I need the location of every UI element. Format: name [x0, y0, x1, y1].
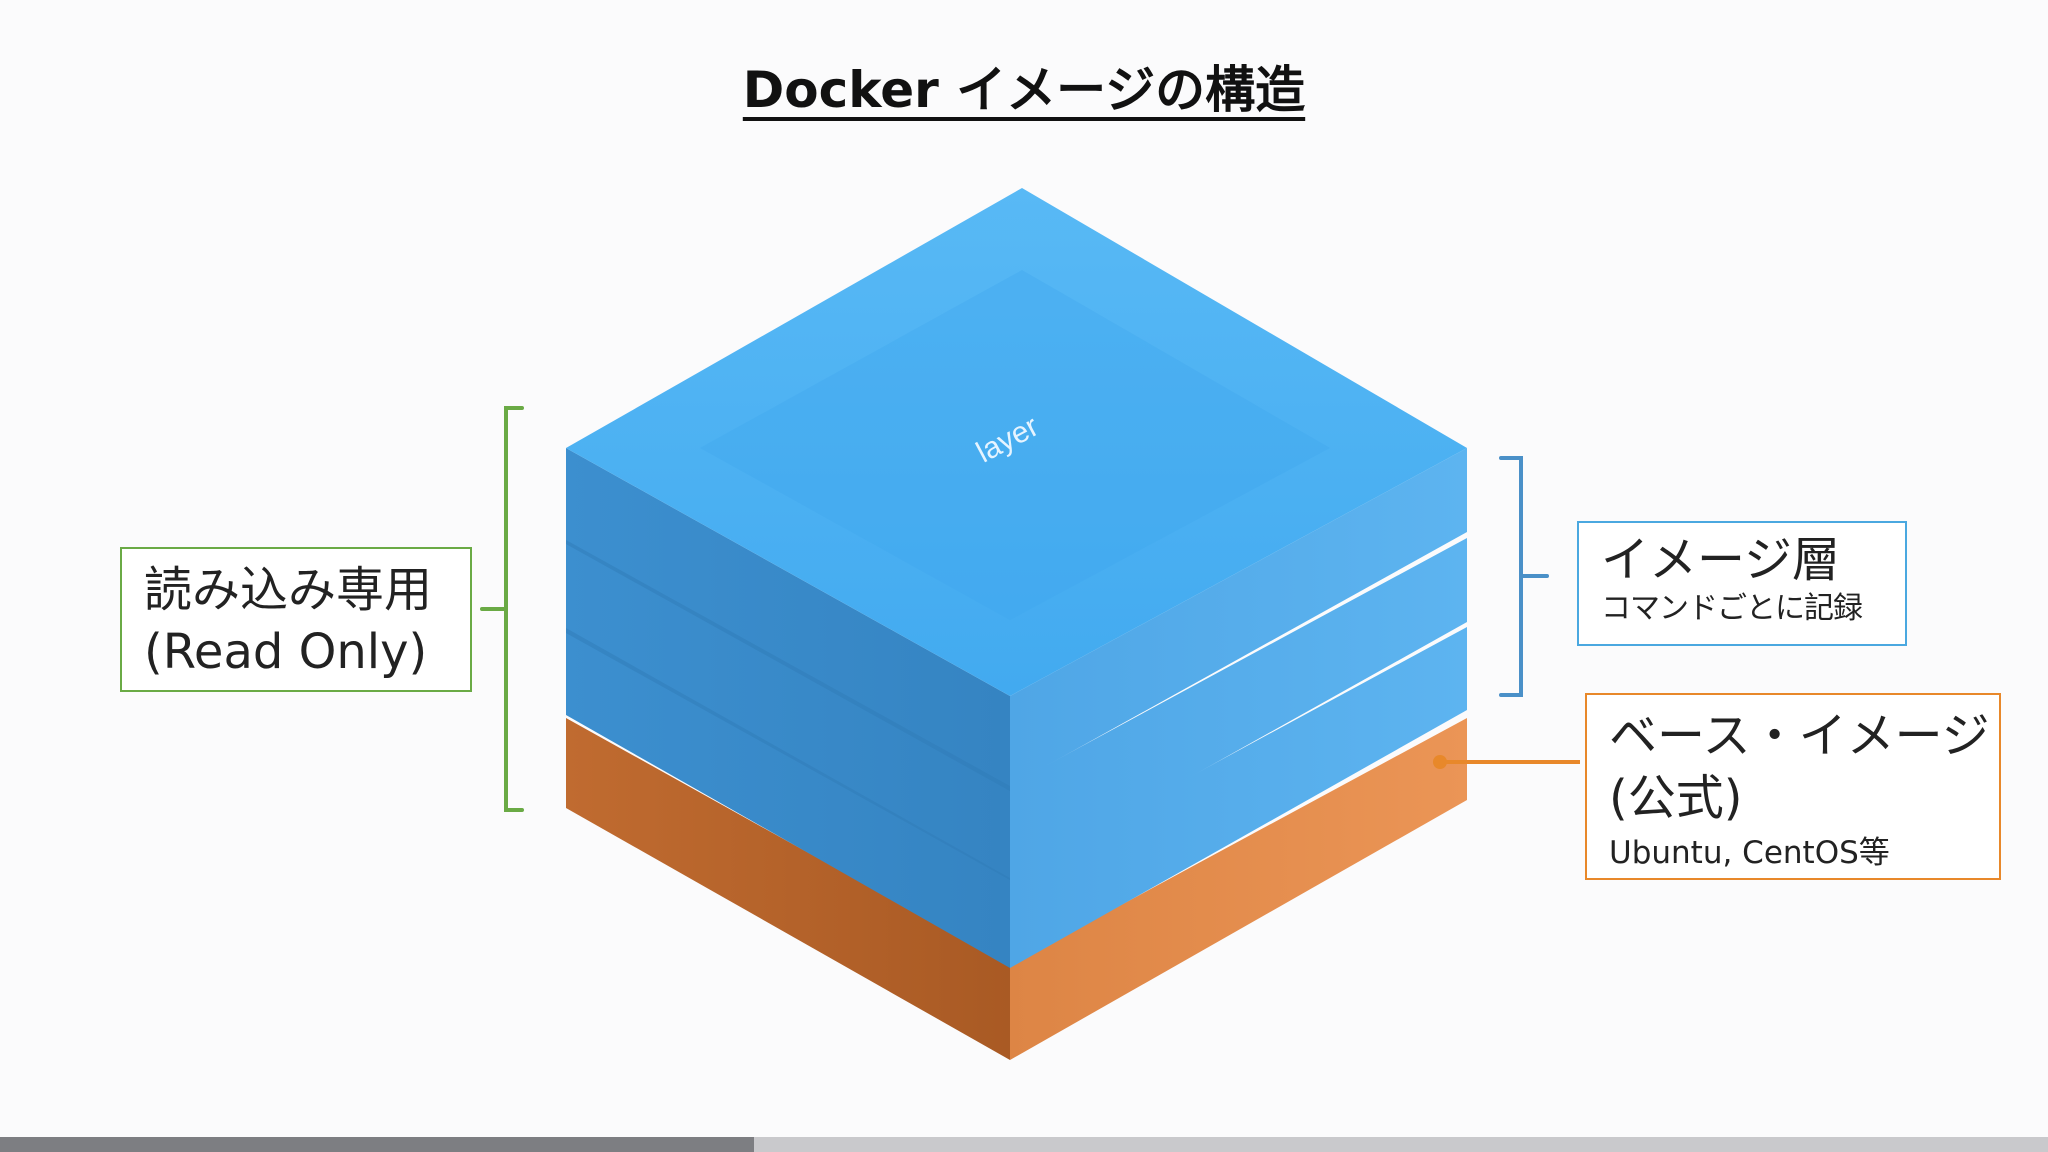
base-image-examples: Ubuntu, CentOS等: [1609, 835, 1890, 871]
read-only-label-en: (Read Only): [144, 624, 428, 680]
page-title: Docker イメージの構造: [0, 50, 2048, 122]
blue-layer-3-left-face: [566, 627, 1010, 968]
blue-layer-2-left-face: [566, 538, 1010, 878]
video-progress-bar[interactable]: [0, 1137, 2048, 1152]
base-image-callout: ベース・イメージ (公式) Ubuntu, CentOS等: [1585, 693, 2001, 880]
blue-layer-3-right-face: [1010, 627, 1467, 968]
base-layer-left-face: [566, 718, 1010, 1060]
base-image-official: (公式): [1609, 770, 1743, 826]
base-layer: [566, 718, 1467, 1060]
read-only-callout: 読み込み専用 (Read Only): [120, 547, 472, 692]
image-layer-bracket: [1499, 456, 1549, 697]
blue-layer-1: [566, 188, 1467, 786]
image-layer-subtitle: コマンドごとに記録: [1601, 591, 1863, 626]
base-image-title: ベース・イメージ: [1609, 708, 1990, 764]
image-layer-title: イメージ層: [1601, 532, 1841, 588]
read-only-bracket: [480, 406, 524, 812]
blue-layer-2-right-face: [1010, 538, 1467, 878]
blue-layer-1-right-face: [1010, 448, 1467, 786]
image-layer-callout: イメージ層 コマンドごとに記録: [1577, 521, 1907, 646]
blue-layer-1-top-face: [566, 188, 1467, 696]
blue-layer-1-left-face: [566, 448, 1010, 786]
base-image-connector-dot: [1433, 755, 1447, 769]
base-layer-right-face: [1010, 718, 1467, 1060]
read-only-label-jp: 読み込み専用: [144, 562, 433, 618]
video-progress-fill: [0, 1137, 754, 1152]
title-text: Docker イメージの構造: [742, 61, 1306, 119]
